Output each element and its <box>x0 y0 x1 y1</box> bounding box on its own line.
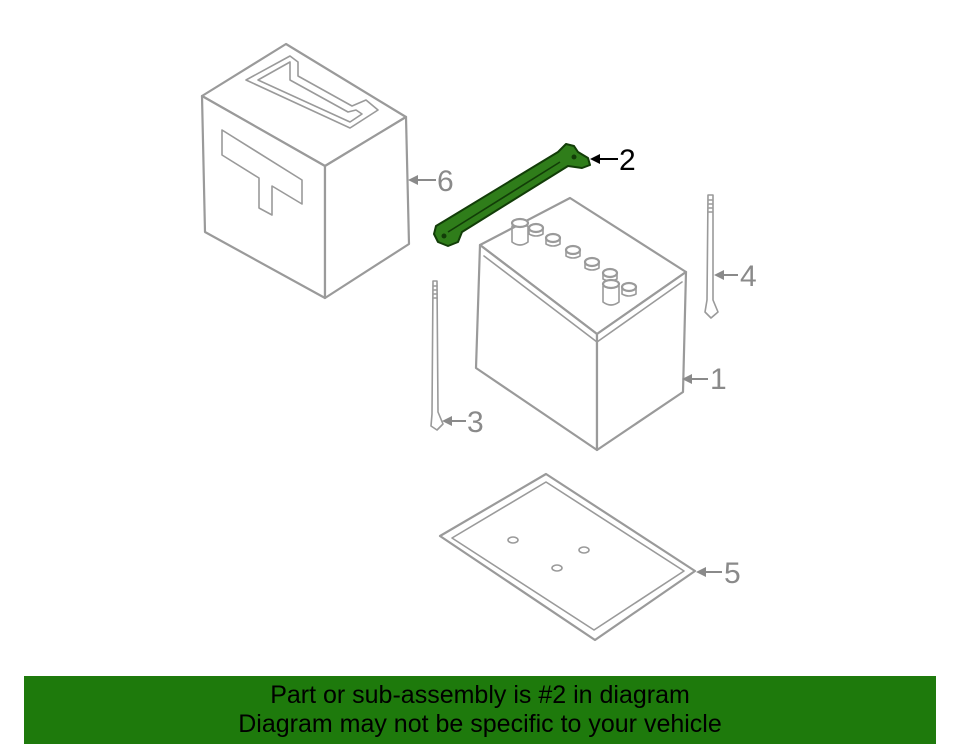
part-3-hold-down-rod[interactable] <box>430 280 444 431</box>
part-5-battery-tray[interactable] <box>438 472 697 642</box>
callout-2: 2 <box>590 144 636 177</box>
callout-number-6: 6 <box>437 165 454 198</box>
part-6-battery-cover[interactable] <box>200 42 411 300</box>
callout-number-5: 5 <box>724 557 741 590</box>
part-4-hold-down-rod[interactable] <box>704 194 719 319</box>
callout-number-3: 3 <box>467 406 484 439</box>
banner-line-1: Part or sub-assembly is #2 in diagram <box>270 681 690 709</box>
callout-number-2: 2 <box>619 144 636 177</box>
callout-5: 5 <box>696 557 741 590</box>
info-banner: Part or sub-assembly is #2 in diagram Di… <box>24 676 936 744</box>
battery-terminals <box>510 217 638 306</box>
callout-3: 3 <box>442 406 484 439</box>
callout-number-1: 1 <box>710 363 727 396</box>
callout-6: 6 <box>408 165 454 198</box>
callout-4: 4 <box>714 260 757 293</box>
part-2-hold-down-bar[interactable] <box>433 143 591 247</box>
banner-line-2: Diagram may not be specific to your vehi… <box>238 710 722 738</box>
part-1-battery[interactable] <box>474 196 688 452</box>
callout-1: 1 <box>682 363 727 396</box>
callout-number-4: 4 <box>740 260 757 293</box>
